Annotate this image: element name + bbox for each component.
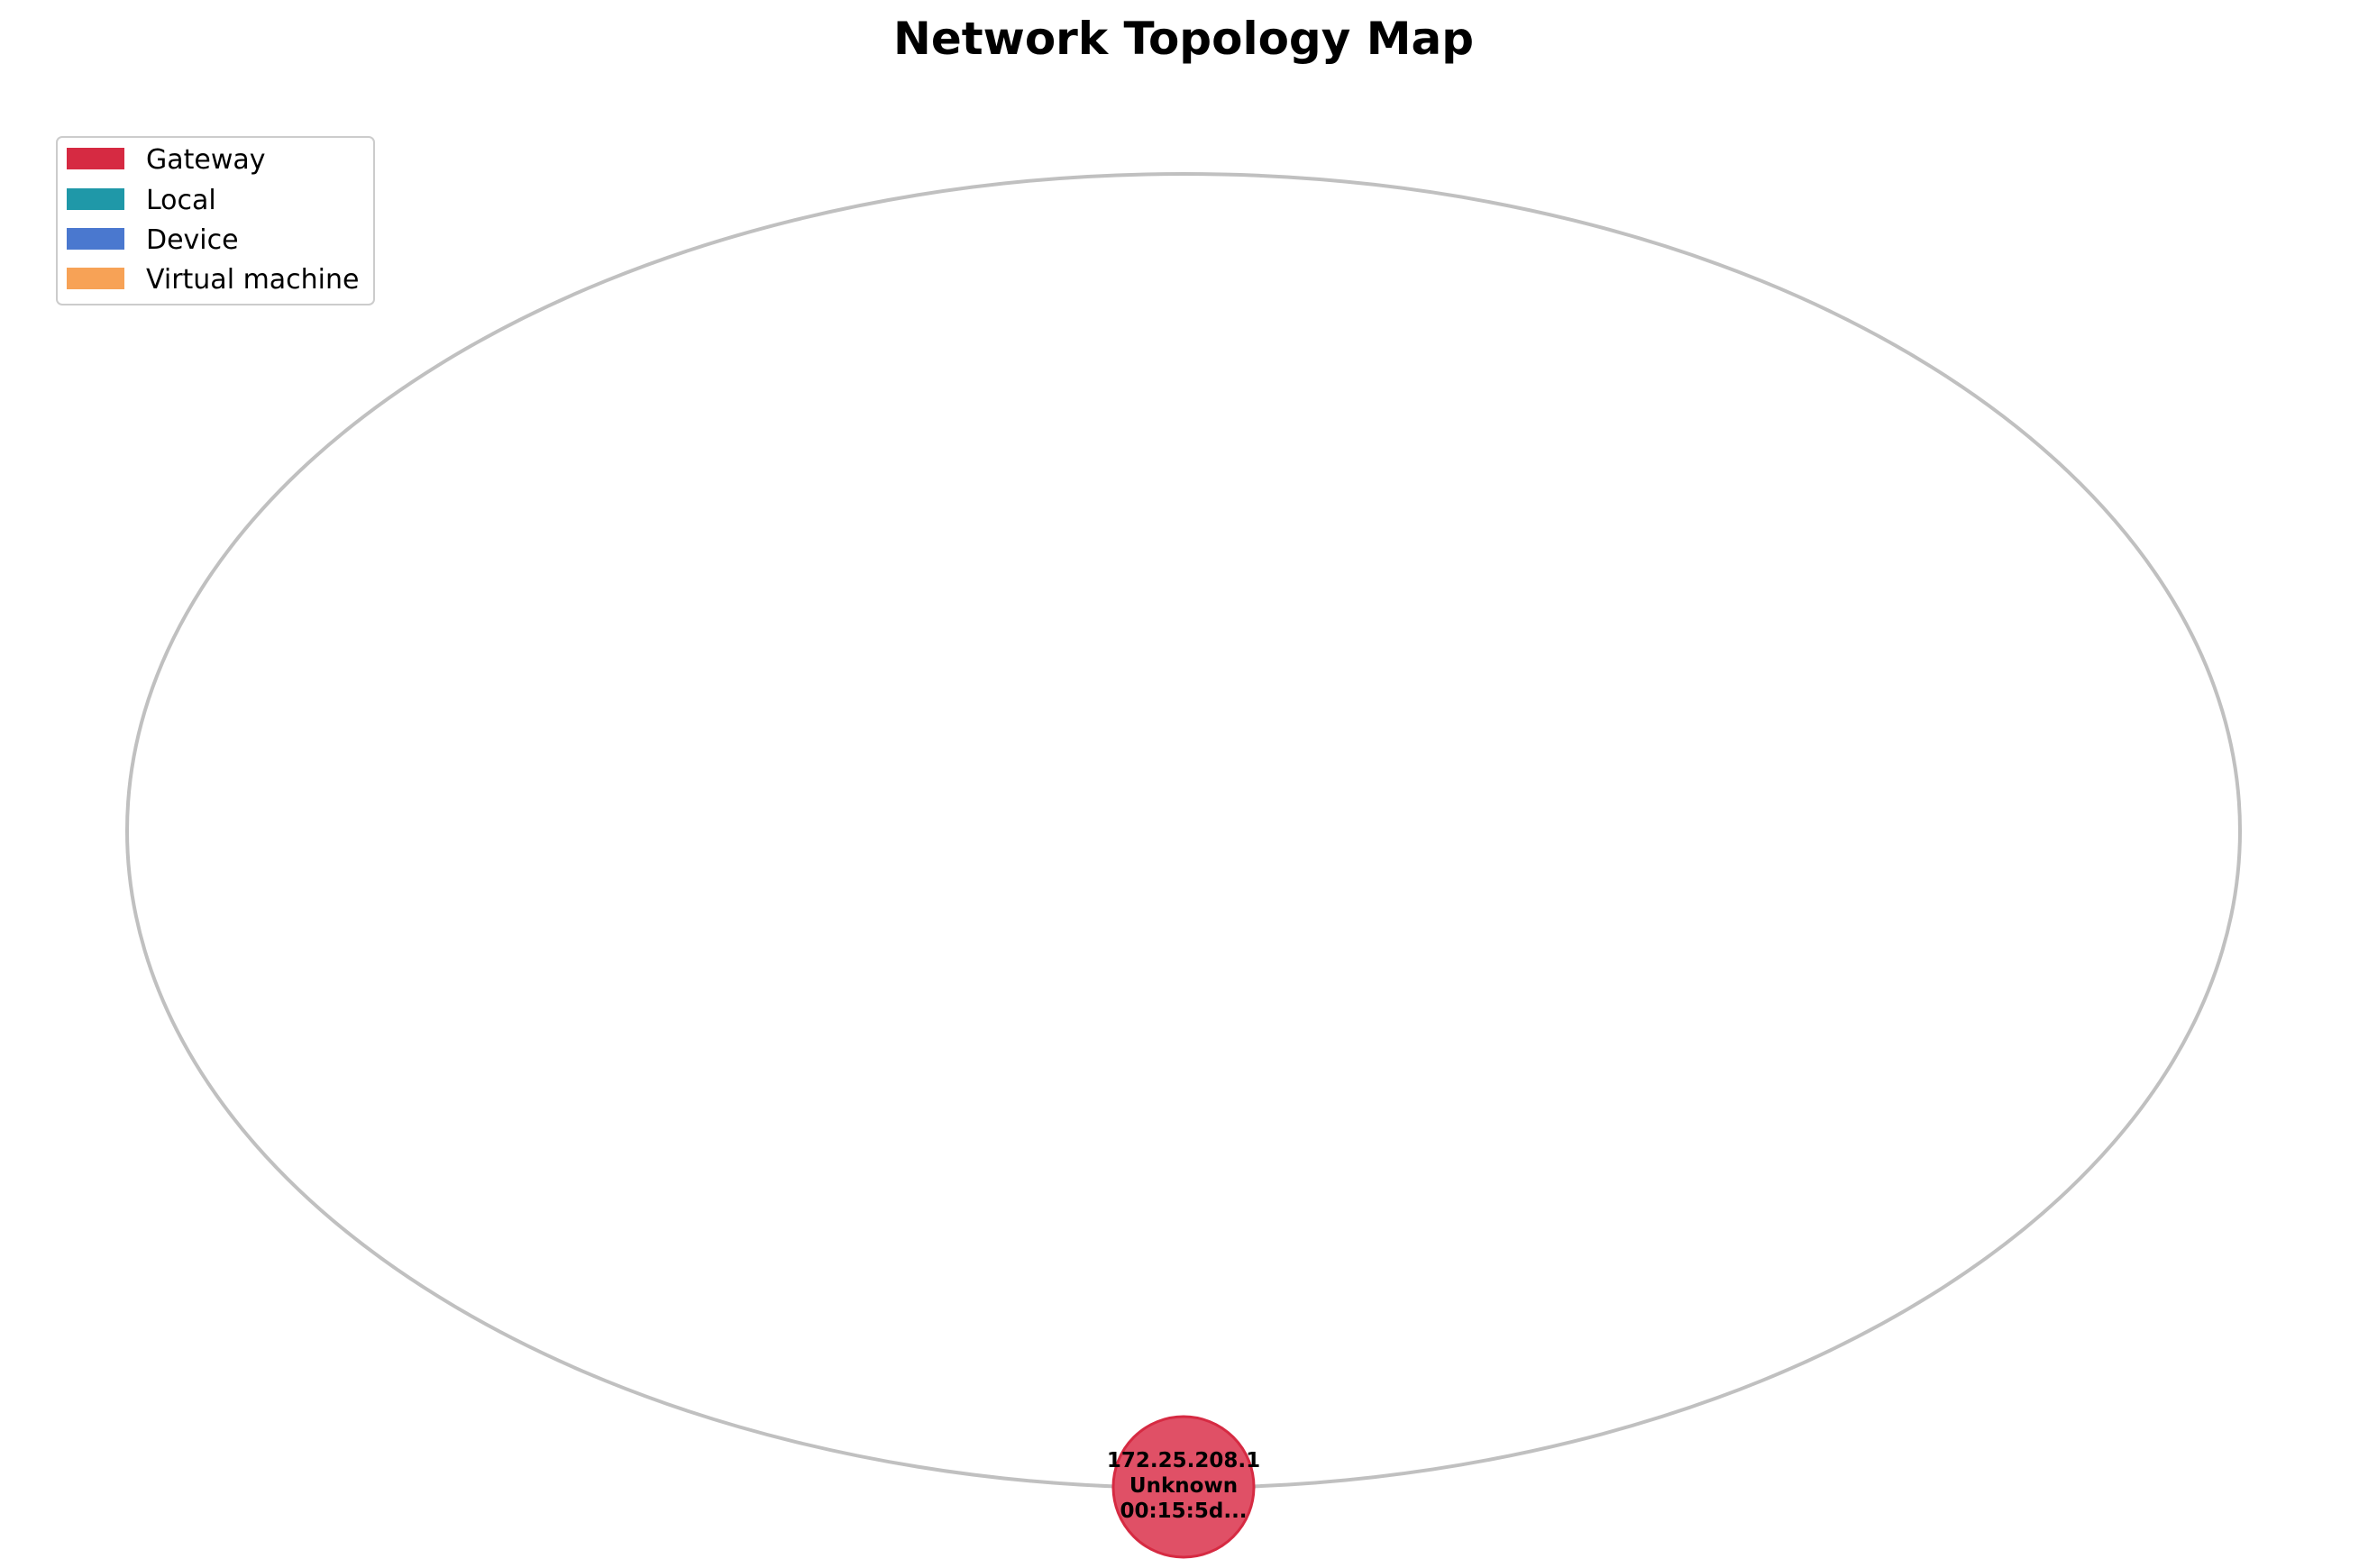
legend-item-virtual-machine: Virtual machine	[67, 264, 359, 296]
network-ring	[125, 172, 2242, 1490]
legend-item-device: Device	[67, 224, 239, 256]
legend-swatch-virtual-machine	[67, 268, 124, 289]
gateway-node-mac: 00:15:5d...	[1120, 1500, 1247, 1523]
legend: Gateway Local Device Virtual machine	[56, 136, 375, 305]
legend-item-gateway: Gateway	[67, 144, 266, 176]
legend-item-local: Local	[67, 185, 216, 216]
legend-label-virtual-machine: Virtual machine	[146, 264, 359, 296]
gateway-node-circle[interactable]	[1111, 1415, 1256, 1559]
gateway-node-vendor: Unknown	[1129, 1474, 1238, 1498]
legend-label-local: Local	[146, 185, 216, 216]
legend-label-device: Device	[146, 224, 239, 256]
legend-swatch-device	[67, 228, 124, 250]
legend-frame	[56, 136, 375, 305]
gateway-node[interactable]: 172.25.208.1 Unknown 00:15:5d...	[1107, 1415, 1260, 1559]
legend-swatch-gateway	[67, 148, 124, 169]
legend-label-gateway: Gateway	[146, 144, 266, 176]
gateway-node-ip: 172.25.208.1	[1107, 1449, 1260, 1472]
diagram-title: Network Topology Map	[893, 13, 1474, 65]
legend-swatch-local	[67, 188, 124, 210]
